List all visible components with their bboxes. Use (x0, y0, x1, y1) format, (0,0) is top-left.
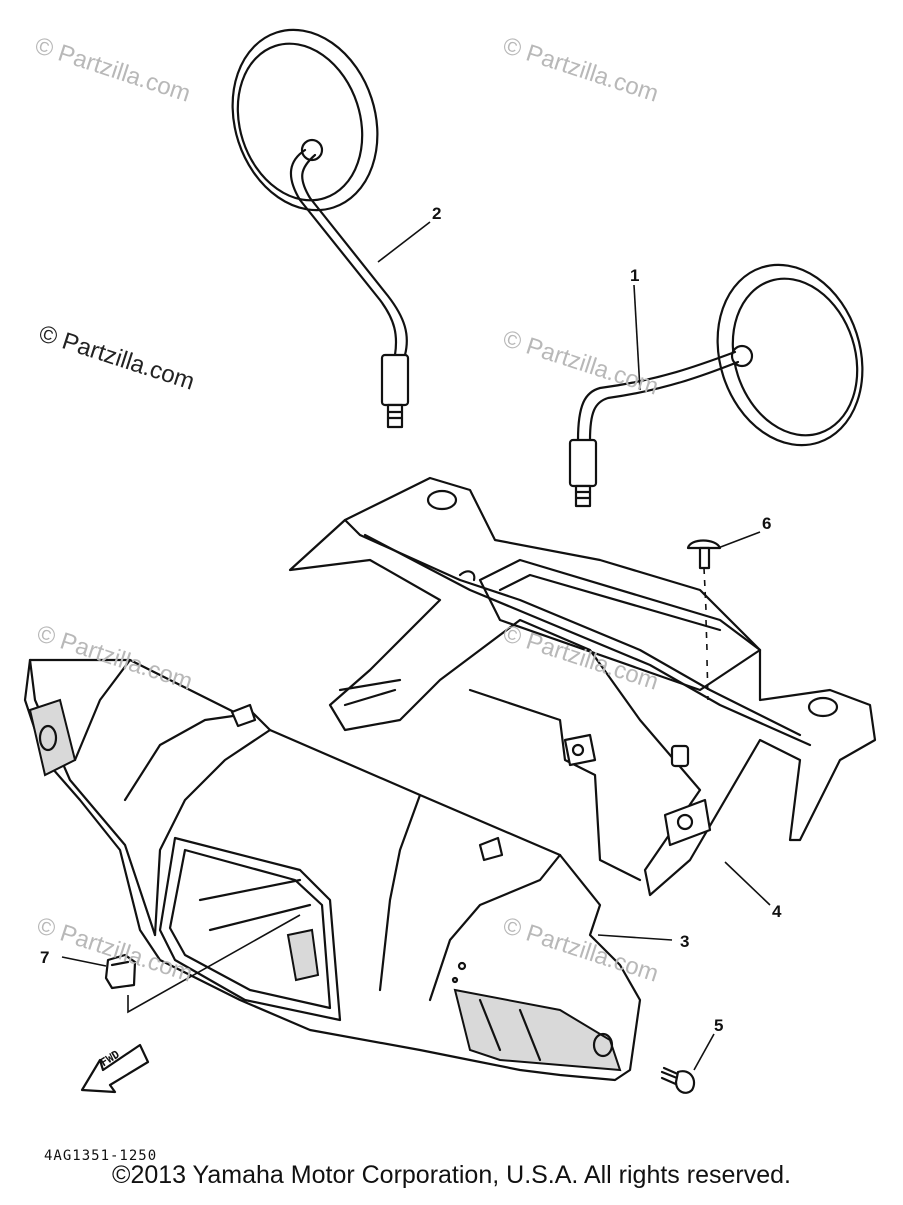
callout-5: 5 (714, 1016, 724, 1035)
bracket-assembly (288, 476, 877, 897)
bolt (660, 1066, 696, 1094)
callout-1: 1 (630, 266, 640, 285)
callout-4: 4 (772, 902, 782, 921)
headlight-cowl (23, 658, 642, 1082)
drawing-code: 4AG1351-1250 (44, 1148, 158, 1164)
callout-3: 3 (680, 932, 690, 951)
grommet (104, 914, 301, 1014)
mirror-left (231, 28, 410, 429)
callout-leaders (61, 221, 771, 1071)
callout-6: 6 (762, 514, 772, 533)
callout-2: 2 (432, 204, 442, 223)
fwd-arrow (80, 1043, 150, 1094)
copyright-notice: ©2013 Yamaha Motor Corporation, U.S.A. A… (112, 1161, 791, 1189)
mirror-right (568, 263, 864, 508)
callout-7: 7 (40, 948, 50, 967)
